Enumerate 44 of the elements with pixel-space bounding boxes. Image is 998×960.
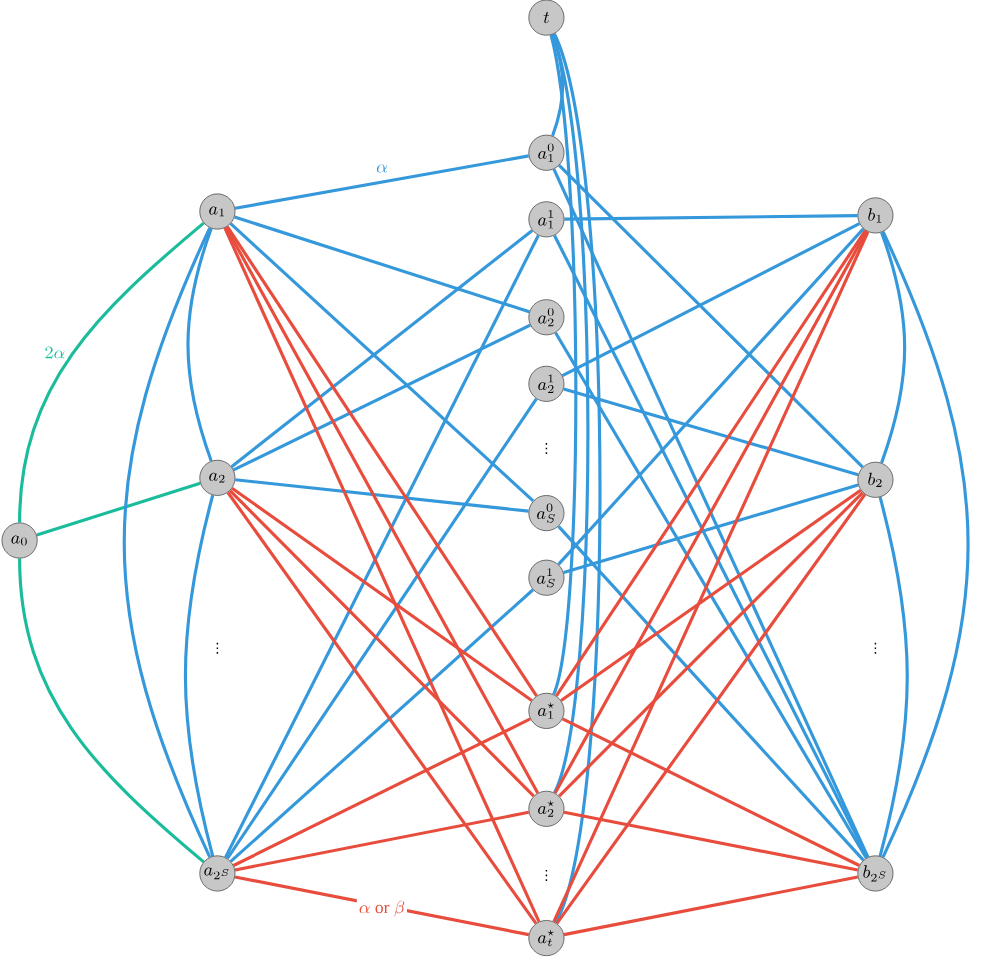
edge-label: $\alpha$ xyxy=(374,162,390,175)
edge-line xyxy=(235,478,529,513)
edge-line xyxy=(552,33,602,924)
edge-line xyxy=(555,229,867,697)
edge-line xyxy=(564,214,858,221)
edge-line xyxy=(232,323,531,472)
edge-line xyxy=(557,525,865,862)
edge-line xyxy=(234,154,529,211)
edge-line xyxy=(229,222,535,503)
edge-line xyxy=(551,34,590,794)
edge-line xyxy=(36,482,201,537)
edge-line xyxy=(561,717,860,868)
edge-line xyxy=(234,810,530,872)
edge-line xyxy=(226,398,538,860)
edge-line xyxy=(558,491,864,798)
edge-label: $2\alpha$ xyxy=(42,345,68,361)
edge-line xyxy=(558,164,864,469)
edge-line xyxy=(18,222,205,523)
edge-line xyxy=(226,225,538,697)
edge-line xyxy=(563,483,859,575)
edge-line xyxy=(561,222,861,378)
edge-line xyxy=(229,588,535,863)
edge-line xyxy=(878,497,909,857)
edge-line xyxy=(555,493,867,925)
edge-line xyxy=(18,558,205,864)
edge-line xyxy=(234,215,530,314)
edge-line xyxy=(554,332,868,859)
edge-line xyxy=(183,495,215,857)
edge-line xyxy=(880,232,907,464)
edge-line xyxy=(122,227,212,858)
edge-line xyxy=(560,489,862,702)
edge-line xyxy=(186,228,213,462)
edge-line xyxy=(563,387,859,477)
edge-line xyxy=(230,229,534,469)
edge-line xyxy=(232,717,531,868)
edge-line xyxy=(226,491,538,925)
edge-line xyxy=(549,34,578,696)
edge-line xyxy=(557,227,865,566)
edge-line xyxy=(563,875,859,937)
edge-line xyxy=(563,810,859,872)
edge-line xyxy=(229,489,535,798)
edge-label: $\alpha \text{ or } \beta$ xyxy=(356,899,407,919)
edge-line xyxy=(231,487,533,702)
edge-line xyxy=(881,231,970,858)
